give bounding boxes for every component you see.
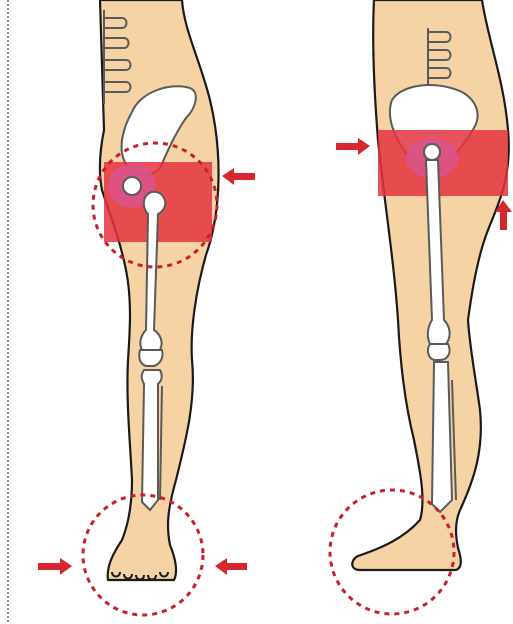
front-hip-arrow (222, 168, 255, 185)
side-femur-head (424, 144, 440, 160)
side-tibia-icon (432, 362, 452, 512)
front-ankle-left-arrow (38, 558, 72, 575)
knee-icon (139, 350, 162, 366)
front-view-figure (38, 0, 255, 615)
side-view-figure (330, 0, 512, 614)
front-femur-head (123, 177, 141, 195)
side-hip-arrow (336, 138, 370, 155)
tibia-icon (142, 370, 162, 510)
front-ankle-right-arrow (215, 558, 247, 575)
side-knee-icon (428, 344, 450, 360)
